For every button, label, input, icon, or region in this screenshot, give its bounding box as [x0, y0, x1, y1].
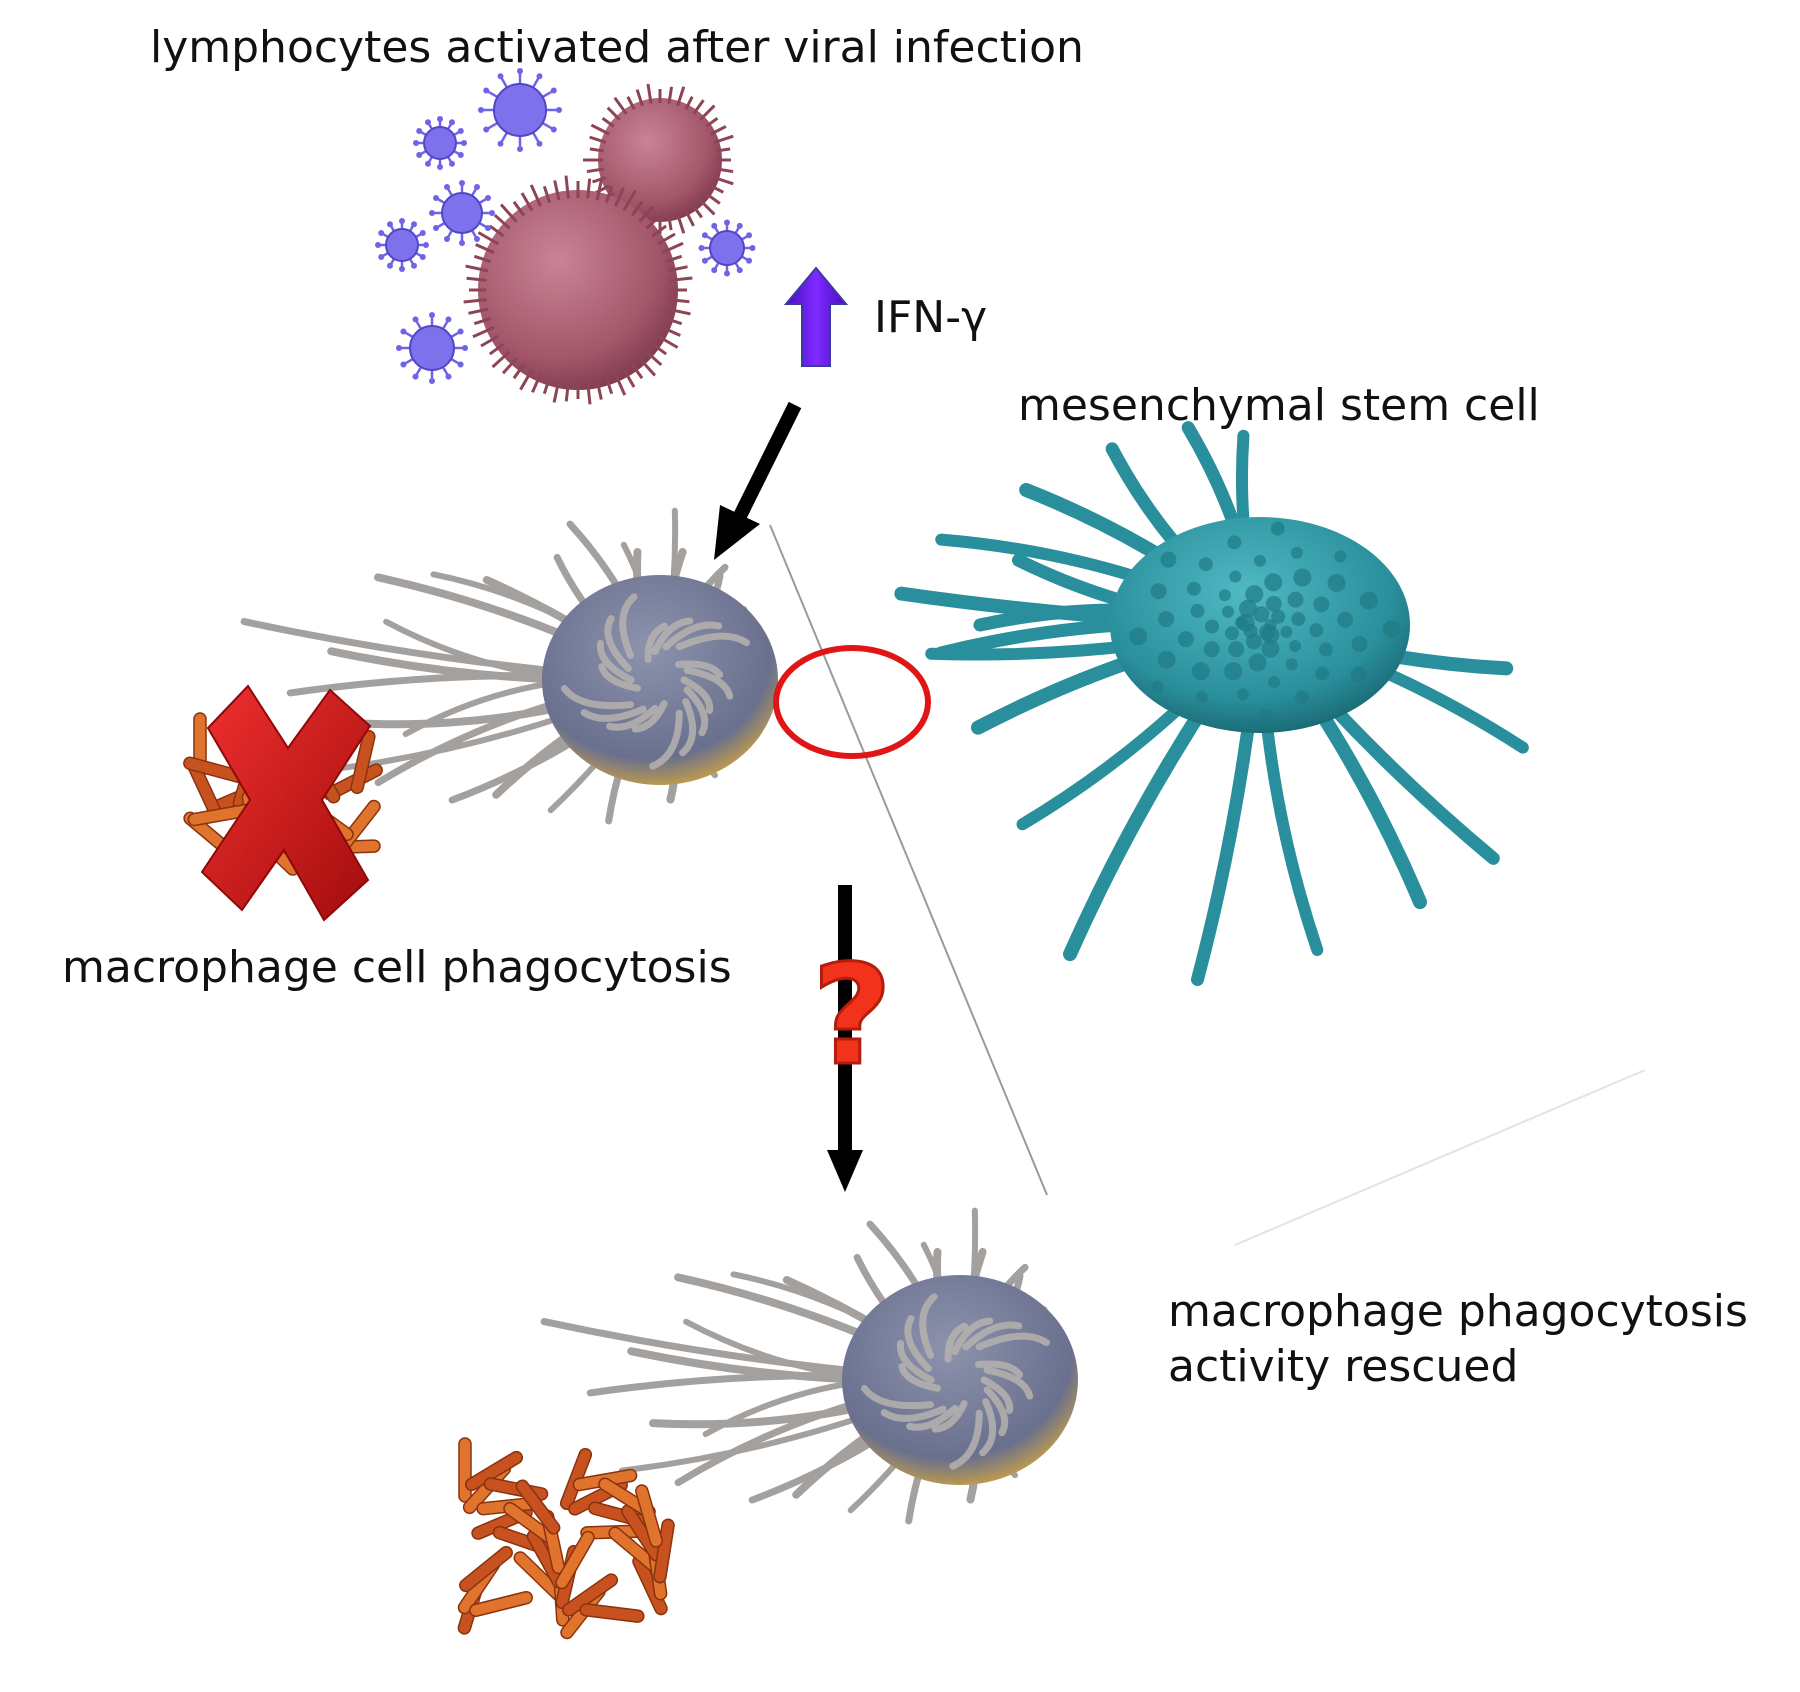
- lymphocytes-label: lymphocytes activated after viral infect…: [150, 22, 1084, 73]
- bacteria-icon: [457, 1437, 675, 1640]
- macrophage-icon: [540, 1207, 1078, 1525]
- shadow-line: [1234, 1069, 1646, 1246]
- virus-icon: [698, 219, 756, 277]
- diagonal-arrow: [714, 401, 802, 560]
- rescued-line-2: activity rescued: [1168, 1341, 1519, 1392]
- phagocytosis-rescued-label: macrophage phagocytosis activity rescued: [1168, 1284, 1748, 1394]
- lymphocyte-icon: [463, 175, 693, 405]
- lymphocyte-virus-cluster: [375, 68, 756, 405]
- cross-icon: [200, 684, 372, 922]
- down-arrow-icon: [827, 885, 863, 1192]
- virus-icon: [375, 218, 429, 272]
- macrophage-icon: [240, 507, 778, 825]
- virus-icon: [478, 68, 562, 152]
- stem-cell-icon: [894, 421, 1529, 987]
- rescued-line-1: macrophage phagocytosis: [1168, 1286, 1748, 1337]
- question-icon: ?: [812, 935, 892, 1096]
- up-arrow-icon: [783, 266, 849, 367]
- macrophage-phagocytosis-label: macrophage cell phagocytosis: [62, 942, 732, 993]
- virus-icon: [413, 116, 467, 170]
- ifn-gamma-label: IFN-γ: [874, 292, 988, 343]
- mesenchymal-stem-cell-label: mesenchymal stem cell: [1018, 380, 1540, 431]
- virus-icon: [429, 180, 495, 246]
- virus-icon: [396, 312, 468, 384]
- separator-line: [769, 524, 1048, 1196]
- contact-highlight-circle: [773, 645, 931, 759]
